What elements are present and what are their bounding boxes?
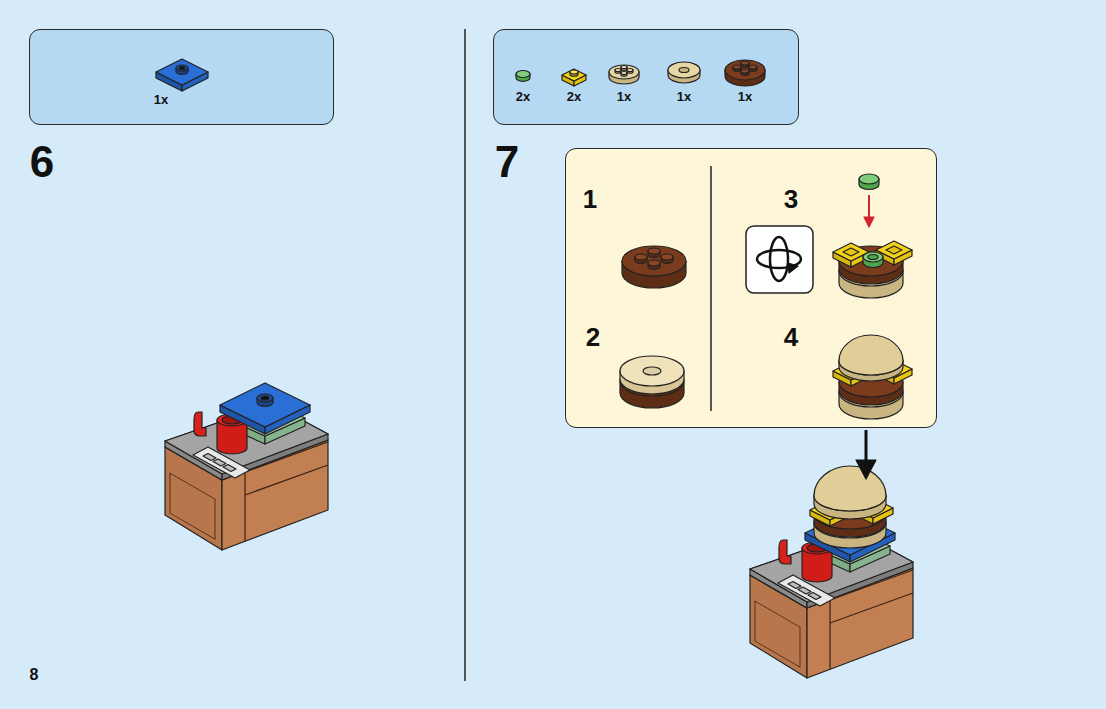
quantity: 1x [154,93,168,106]
substep-number: 1 [583,186,597,212]
divider [464,29,466,681]
stud [621,72,627,75]
stud [570,70,578,74]
quantity: 1x [677,90,691,103]
stud [627,69,633,72]
substep-number: 3 [784,186,798,212]
step7-model [750,466,913,678]
keypad-key [223,465,236,472]
substep-number: 4 [784,324,798,350]
stud [661,254,673,260]
stud [257,394,273,402]
stud [863,252,883,262]
stud [176,65,188,71]
round-plate [609,65,639,79]
round-plate [620,356,684,386]
stud [733,65,741,69]
stud [749,65,757,69]
arrow-head [856,460,876,479]
step-number: 7 [495,140,519,184]
plate-recess [843,248,859,256]
crate-print [755,601,800,667]
plate-recess [886,246,902,254]
part-illustration [494,30,800,126]
bun-top [814,466,886,511]
page-number: 8 [30,667,39,683]
stud [648,248,660,254]
placement-arrowhead [864,217,874,227]
stud-hole [179,67,185,70]
tile-hole [679,68,689,73]
rotate-icon [746,226,813,293]
bun-top [839,335,903,375]
quantity: 1x [617,90,631,103]
stud [648,260,660,266]
plank-line [244,472,245,541]
sub-divider [710,166,712,411]
step6-model [165,383,328,550]
stud-hole [261,396,269,400]
stud [516,71,530,78]
stud [741,69,749,73]
round-plate [725,60,765,80]
plank-line [830,593,913,623]
blue-plate-part [156,59,208,85]
quantity: 2x [567,90,581,103]
stud [635,254,647,260]
keypad-key [203,454,216,461]
parts-callout: 1x [29,29,334,125]
placement-arrow [868,195,870,219]
part-illustration [566,149,938,429]
quantity: 2x [516,90,530,103]
quantity: 1x [738,90,752,103]
stud-hole [868,255,878,260]
stud [859,174,879,184]
cup-handle [194,412,206,436]
subassembly-box: 1 2 3 4 [565,148,937,428]
round-plate [668,62,700,78]
keypad-key [788,582,801,589]
keypad-key [798,587,811,594]
stud [615,69,621,72]
tile-hole [643,367,661,375]
step-number: 6 [30,140,54,184]
assembly-arrow [865,430,868,462]
yellow-plate-part [562,69,586,81]
substep-number: 2 [586,324,600,350]
round-plate [622,246,686,276]
rotate-icon [770,237,788,281]
cup-handle [779,540,791,564]
keypad-key [213,459,226,466]
crate-print [170,473,215,539]
rotate-arrowhead [788,263,798,273]
plank-line [245,465,328,495]
stud [741,61,749,65]
blue-plate [220,383,310,427]
part-illustration [30,30,335,126]
stud [621,66,627,69]
parts-callout: 2x 2x 1x 1x 1x [493,29,799,125]
keypad-key [808,593,821,600]
plank-line [829,600,830,669]
